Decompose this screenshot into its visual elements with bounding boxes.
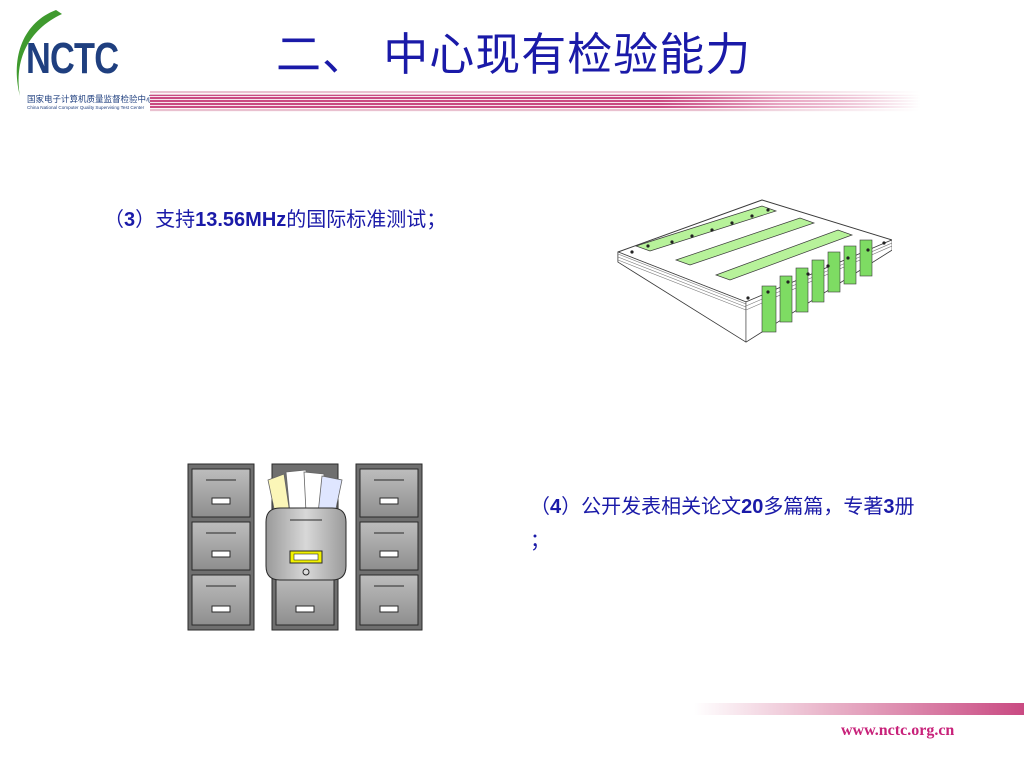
footer-band bbox=[694, 703, 1024, 715]
item-4-text: （4）公开发表相关论文20多篇篇，专著3册 ； bbox=[530, 490, 930, 557]
footer-url-link[interactable]: www.nctc.org.cn bbox=[841, 722, 955, 739]
item-4-suffix: 多篇篇，专著 bbox=[763, 494, 884, 518]
item-4-number: 4 bbox=[550, 496, 562, 518]
logo-org-name-en: China National Computer Quality Supervis… bbox=[27, 105, 145, 110]
item-3-suffix: 的国际标准测试； bbox=[286, 207, 447, 231]
slide-title: 二、 中心现有检验能力 bbox=[276, 28, 752, 81]
logo-wordmark: NCTC bbox=[26, 34, 119, 83]
item-4-book-count: 3 bbox=[883, 496, 895, 518]
item-4-prefix: （ bbox=[530, 494, 550, 518]
title-underline-stripes bbox=[150, 91, 920, 112]
filing-cabinet-icon bbox=[187, 463, 423, 631]
logo-swoosh-icon bbox=[16, 10, 62, 96]
item-4-paper-count: 20 bbox=[741, 496, 764, 518]
nctc-logo: NCTC 国家电子计算机质量监督检验中心 China National Comp… bbox=[0, 0, 160, 120]
item-3-number: 3 bbox=[124, 209, 136, 231]
item-3-prefix: （ bbox=[104, 207, 124, 231]
item-4-tail: 册 ； bbox=[530, 494, 915, 552]
logo-org-name-cn: 国家电子计算机质量监督检验中心 bbox=[27, 95, 155, 105]
item-3-text: （3）支持13.56MHz的国际标准测试； bbox=[104, 203, 544, 237]
paper-stack-icon bbox=[617, 199, 892, 343]
item-4-mid: ）公开发表相关论文 bbox=[561, 494, 742, 518]
item-3-standard: 13.56MHz bbox=[195, 209, 287, 231]
item-3-mid: ）支持 bbox=[135, 207, 196, 231]
